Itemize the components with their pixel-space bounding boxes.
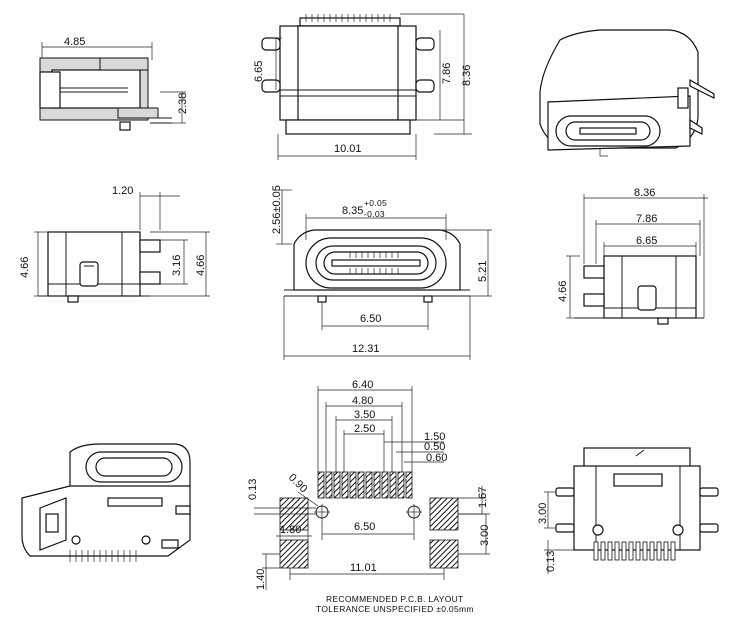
dim-side-height: 2.38 <box>177 93 189 114</box>
dim-top-width: 10.01 <box>334 143 362 155</box>
dim-front-width: 8.35 <box>342 205 363 217</box>
dim-side-width: 4.85 <box>64 36 85 48</box>
dim-left-inner-height: 3.16 <box>171 255 183 276</box>
dim-pcb-width-4: 2.50 <box>354 423 375 435</box>
dim-top-total-height: 8.36 <box>461 65 473 86</box>
dim-pcb-width-2: 4.80 <box>352 395 373 407</box>
dim-pcb-width-1: 6.40 <box>352 379 373 391</box>
dim-front-height: 2.56±0.05 <box>271 185 283 234</box>
dim-pcb-shell-h: 1.40 <box>255 569 267 590</box>
dim-top-inner-height: 6.65 <box>253 61 265 82</box>
dim-pcb-hole: 0.90 <box>286 472 310 496</box>
front-view: 2.56±0.05 8.35 +0.05 -0.03 5.21 6.50 12.… <box>271 185 492 360</box>
dim-left-offset: 1.20 <box>112 185 133 197</box>
dim-pcb-pad-height: 1.67 <box>477 487 489 508</box>
side-section-view: 4.85 2.38 <box>39 36 189 131</box>
dim-pcb-pad-w: 1.80 <box>280 524 301 536</box>
dim-pcb-total: 11.01 <box>350 562 377 574</box>
dim-pcb-pitch-2: 0.50 <box>424 441 445 453</box>
pcb-layout: 6.40 4.80 3.50 2.50 1.50 0.50 0.60 0.90 … <box>247 379 491 614</box>
right-side-view: 8.36 7.86 6.65 4.66 <box>557 187 708 325</box>
dim-pcb-hole-span: 6.50 <box>354 521 375 533</box>
dim-front-right-height: 5.21 <box>477 261 489 282</box>
note-pcb-layout: RECOMMENDED P.C.B. LAYOUT <box>326 594 464 604</box>
note-tolerance: TOLERANCE UNSPECIFIED ±0.05mm <box>316 604 474 614</box>
dim-right-total: 8.36 <box>634 187 655 199</box>
dim-pcb-width-3: 3.50 <box>354 409 375 421</box>
dim-pcb-offset: 0.13 <box>247 479 259 500</box>
left-side-view: 1.20 4.66 3.16 4.66 <box>19 185 210 303</box>
dim-pcb-shell-span: 3.00 <box>479 525 491 546</box>
dim-bottom-height: 3.00 <box>537 503 549 524</box>
dim-front-pad-span: 6.50 <box>360 313 381 325</box>
dim-pcb-pad-width: 0.60 <box>426 452 447 464</box>
dim-right-inner: 6.65 <box>636 235 657 247</box>
dim-bottom-offset: 0.13 <box>545 551 557 572</box>
top-view: 6.65 7.86 8.36 10.01 <box>253 13 473 160</box>
iso-view-top <box>539 29 715 157</box>
iso-view-bottom <box>21 443 191 562</box>
bottom-view: 3.00 0.13 <box>537 447 719 574</box>
dim-left-height-right: 4.66 <box>195 255 207 276</box>
dim-top-mid-height: 7.86 <box>441 63 453 84</box>
dim-front-tol-plus: +0.05 <box>364 198 387 208</box>
dim-left-height: 4.66 <box>19 257 31 278</box>
dim-right-height: 4.66 <box>557 281 569 302</box>
dim-right-mid: 7.86 <box>636 213 657 225</box>
dim-front-tol-minus: -0.03 <box>364 209 385 219</box>
dim-pcb-pitch-1: 1.50 <box>424 431 445 443</box>
dim-front-total-width: 12.31 <box>352 343 380 355</box>
